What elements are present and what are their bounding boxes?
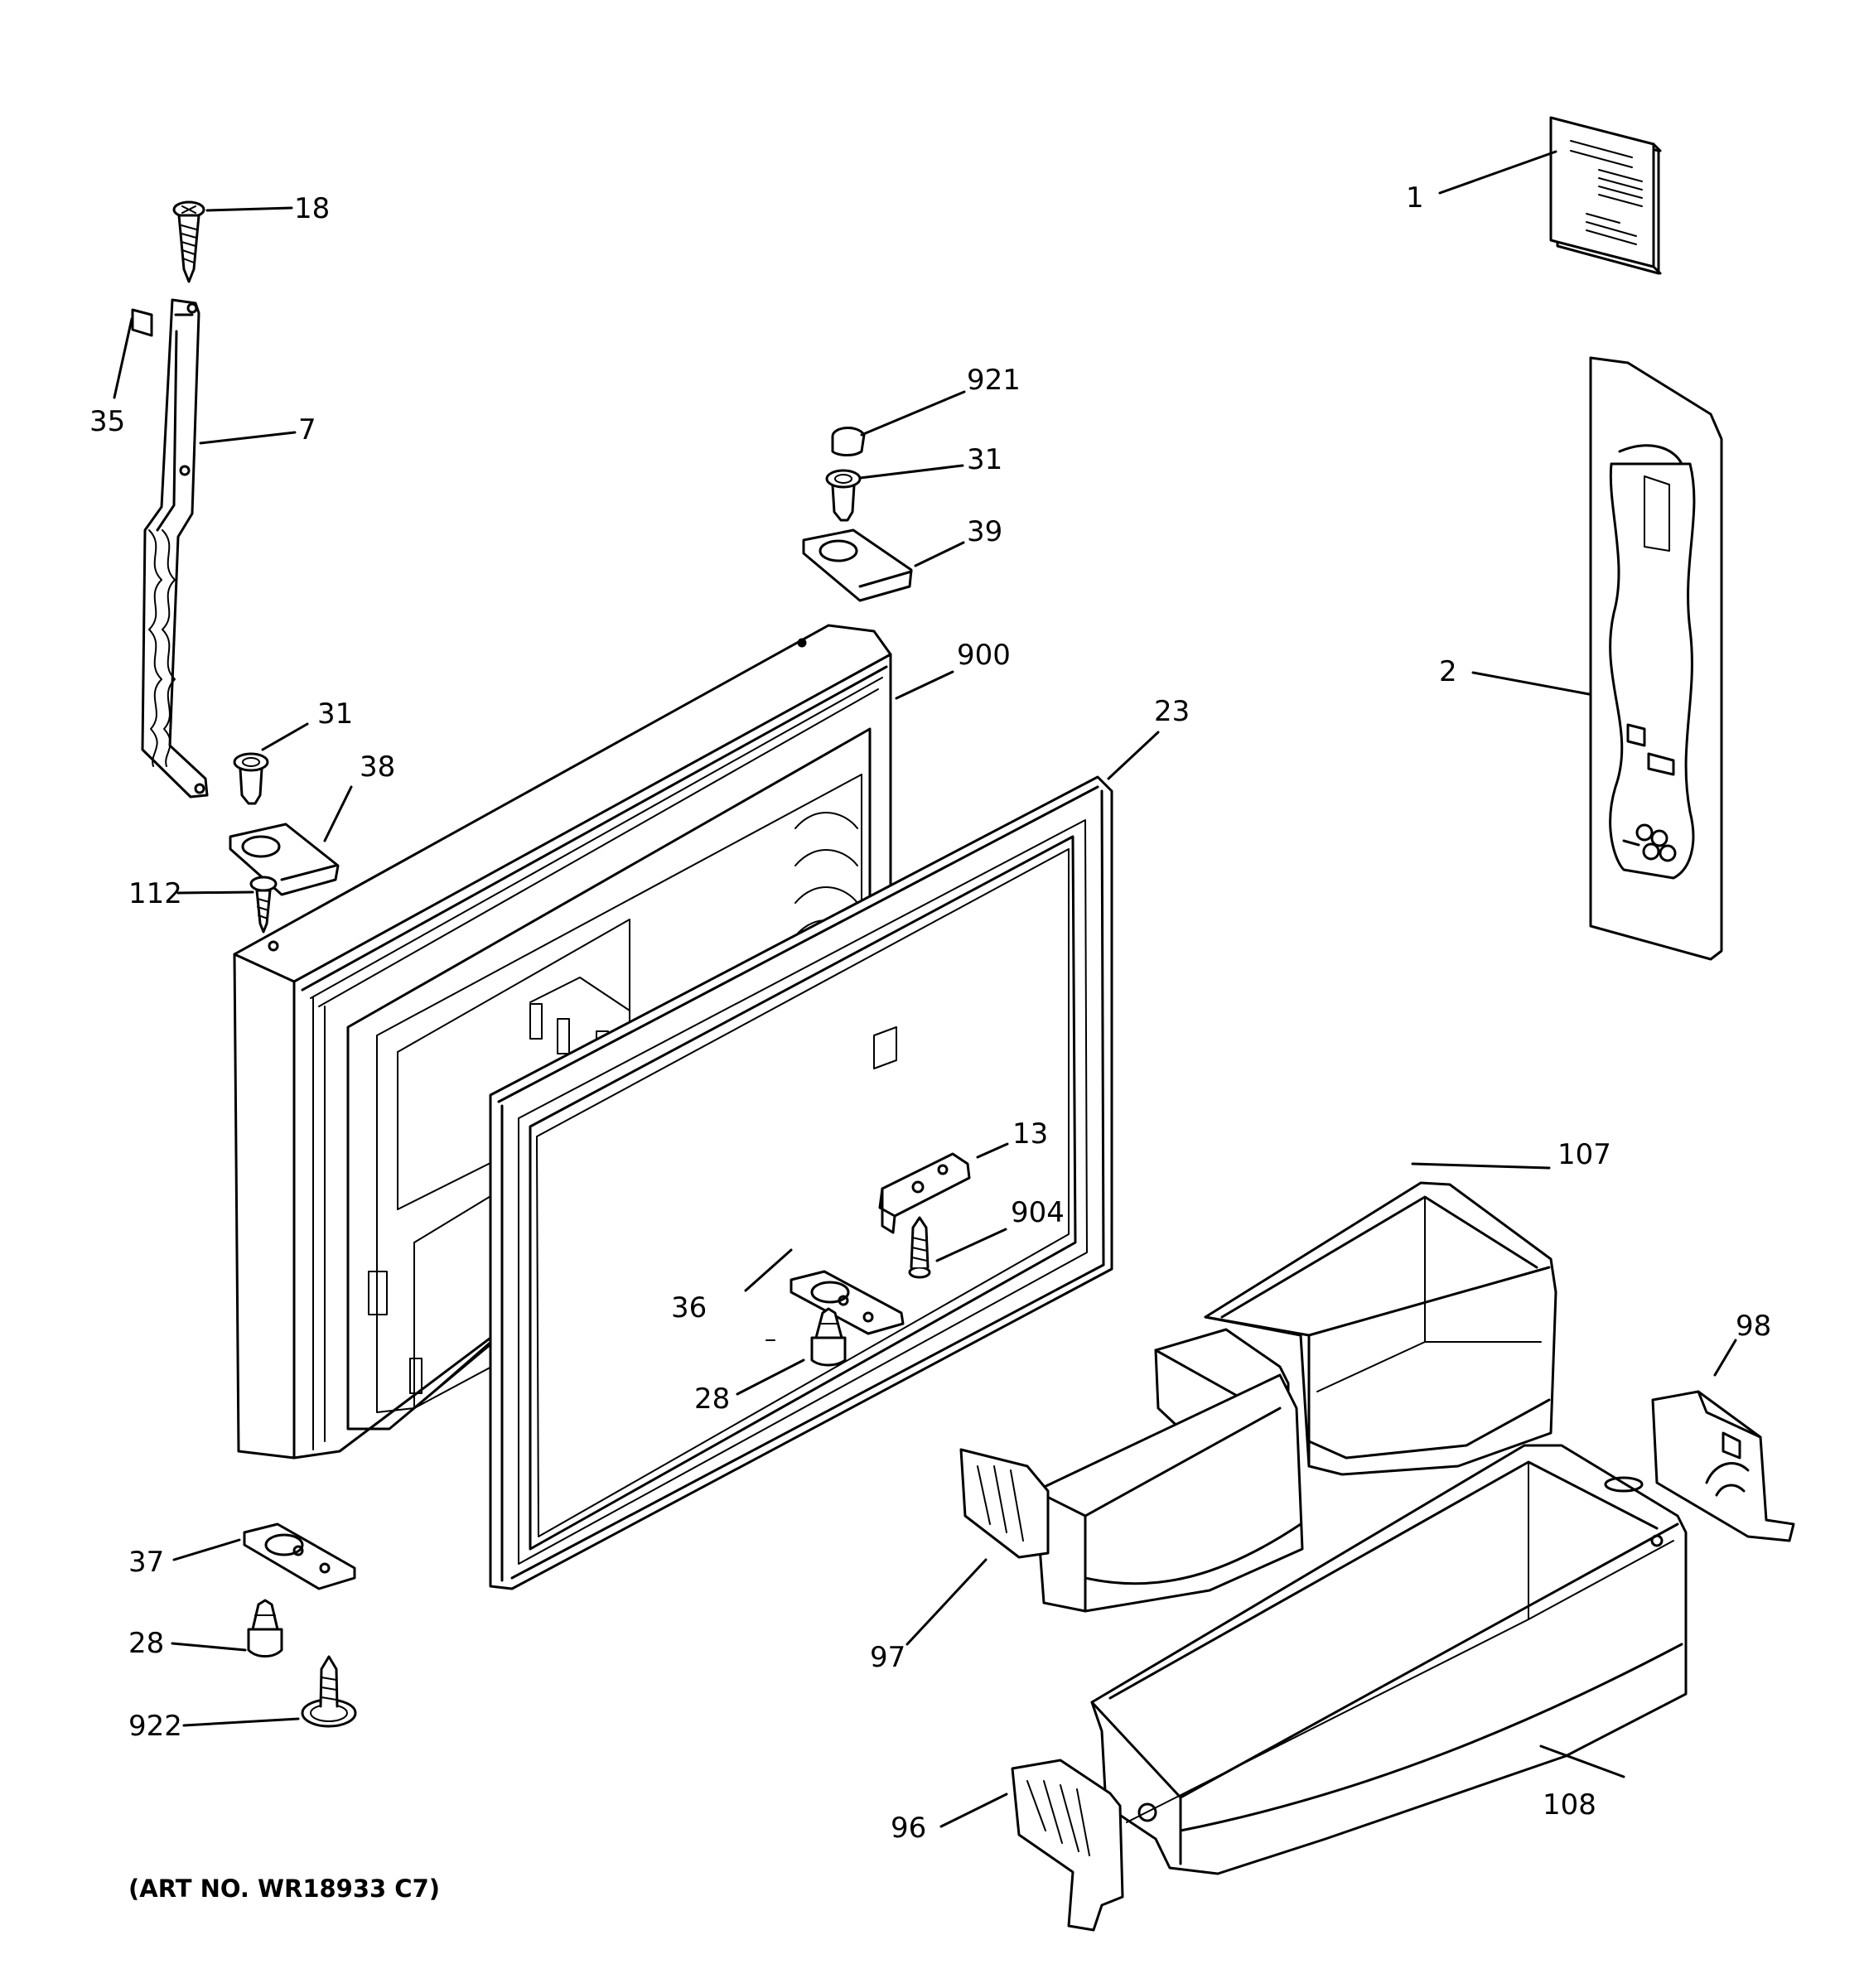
- callout-13: 13: [1012, 1117, 1048, 1151]
- part-39-hinge-shim: [802, 528, 913, 602]
- part-922-hinge-pin: [301, 1655, 357, 1728]
- part-18-screw: [172, 200, 205, 283]
- callout-96: 96: [891, 1812, 926, 1845]
- part-28-hinge-pin-left: [247, 1599, 283, 1657]
- part-921-plug-button: [831, 427, 866, 456]
- callout-922: 922: [128, 1710, 182, 1743]
- callout-2: 2: [1439, 655, 1457, 688]
- callout-labels: 1 2 18 35 7 31 38 112 921 31 39 900 23 1…: [89, 181, 1771, 1845]
- part-31-bushing-left: [233, 752, 269, 805]
- callout-904: 904: [1011, 1196, 1065, 1229]
- callout-28-left: 28: [128, 1627, 164, 1660]
- callout-18: 18: [294, 192, 330, 225]
- callout-31-right: 31: [967, 443, 1002, 476]
- callout-921: 921: [967, 364, 1021, 397]
- part-1-instruction-booklet: [1549, 116, 1662, 275]
- callout-23: 23: [1154, 695, 1190, 728]
- callout-900: 900: [957, 639, 1011, 672]
- part-28-hinge-pin-center: [765, 1307, 847, 1367]
- callout-108: 108: [1543, 1788, 1596, 1822]
- part-107-door-bin: [1204, 1181, 1557, 1476]
- callout-98: 98: [1736, 1310, 1771, 1343]
- part-97-door-bin: [959, 1328, 1304, 1613]
- art-number: (ART NO. WR18933 C7): [128, 1875, 441, 1903]
- callout-107: 107: [1557, 1138, 1611, 1171]
- part-108-door-bin: [1090, 1444, 1688, 1875]
- callout-112: 112: [128, 877, 182, 910]
- part-35-label: [131, 308, 153, 337]
- part-98-bin-end-cap: [1651, 1390, 1795, 1542]
- part-7-hinge-harness: [141, 298, 209, 799]
- part-38-hinge-shim: [229, 823, 340, 896]
- part-37-hinge-plate: [243, 1522, 356, 1590]
- part-36-hinge-plate: [790, 1270, 905, 1335]
- leader-lines: [113, 150, 1737, 1828]
- callout-35: 35: [89, 405, 125, 438]
- callout-97: 97: [870, 1641, 905, 1674]
- part-13-bracket: [878, 1152, 971, 1234]
- callout-7: 7: [298, 413, 316, 446]
- callout-38: 38: [360, 750, 395, 784]
- part-23-door-gasket: [489, 775, 1113, 1590]
- part-31-bushing-right: [825, 469, 862, 522]
- callout-1: 1: [1406, 181, 1424, 215]
- part-2-door-handle-panel: [1589, 356, 1723, 961]
- callout-37: 37: [128, 1546, 164, 1579]
- callout-39: 39: [967, 515, 1002, 548]
- part-96-bin-end-cap: [1011, 1759, 1124, 1932]
- callout-28-center: 28: [694, 1382, 730, 1416]
- callout-31-left: 31: [317, 697, 353, 731]
- part-112-screw: [249, 876, 278, 934]
- part-904-screw: [908, 1216, 931, 1279]
- callout-36: 36: [671, 1291, 707, 1325]
